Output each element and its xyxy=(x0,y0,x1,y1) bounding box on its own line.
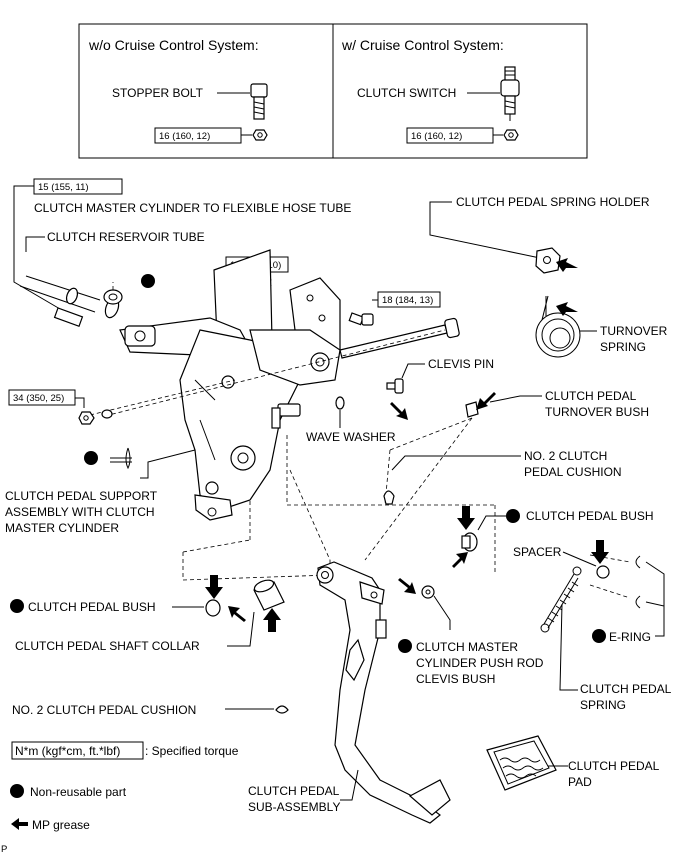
clevis-pin-part xyxy=(386,378,404,394)
grease-arrow-icon xyxy=(556,302,578,316)
cushion-top-part xyxy=(383,490,395,505)
grease-arrow-icon xyxy=(556,258,578,272)
cotter-pin-icon xyxy=(110,447,132,470)
grease-arrow-icon xyxy=(591,540,609,564)
grease-arrow-icon xyxy=(11,818,28,830)
turnover-spring-label-1: TURNOVER xyxy=(600,324,668,338)
w-cruise-title: w/ Cruise Control System: xyxy=(341,37,504,53)
washer-icon xyxy=(101,409,113,419)
legend-grease: MP grease xyxy=(32,818,90,832)
cushion-top-label-2: PEDAL CUSHION xyxy=(524,465,622,479)
turnover-bush-label-1: CLUTCH PEDAL xyxy=(545,389,637,403)
grease-arrow-icon xyxy=(476,392,496,410)
pedal-spring-label-2: SPRING xyxy=(580,698,626,712)
grease-arrow-icon xyxy=(205,575,223,599)
bush-left-part xyxy=(205,599,221,617)
reservoir-tube-label: CLUTCH RESERVOIR TUBE xyxy=(47,230,205,244)
legend: N*m (kgf*cm, ft.*lbf) : Specified torque… xyxy=(10,741,239,832)
support-label-2: ASSEMBLY WITH CLUTCH xyxy=(5,505,155,519)
non-reusable-marker xyxy=(84,451,98,465)
cruise-control-variants-box: w/o Cruise Control System: w/ Cruise Con… xyxy=(78,23,588,159)
grease-arrow-icon xyxy=(390,402,408,420)
spacer-label: SPACER xyxy=(513,545,562,559)
spring-holder-label: CLUTCH PEDAL SPRING HOLDER xyxy=(456,195,650,209)
legend-torque-format: N*m (kgf*cm, ft.*lbf) xyxy=(15,744,120,758)
turnover-bush-label-2: TURNOVER BUSH xyxy=(545,405,649,419)
non-reusable-marker xyxy=(10,599,24,613)
hose-tube-label: CLUTCH MASTER CYLINDER TO FLEXIBLE HOSE … xyxy=(34,201,351,215)
legend-non-reusable: Non-reusable part xyxy=(30,785,127,799)
footer-code: P xyxy=(1,844,7,855)
grease-arrow-icon xyxy=(263,608,281,632)
cushion-top-label-1: NO. 2 CLUTCH xyxy=(524,449,607,463)
push-rod-clevis-bush-part xyxy=(421,585,435,599)
grease-arrow-icon xyxy=(452,552,468,568)
non-reusable-marker xyxy=(592,629,606,643)
push-rod-label-1: CLUTCH MASTER xyxy=(416,640,518,654)
legend-torque-desc: : Specified torque xyxy=(145,744,239,758)
pedal-spring-label-1: CLUTCH PEDAL xyxy=(580,682,672,696)
wave-washer-label: WAVE WASHER xyxy=(306,430,396,444)
pedal-support-assembly xyxy=(119,249,341,521)
support-label-3: MASTER CYLINDER xyxy=(5,521,119,535)
cushion-bottom-part xyxy=(275,705,289,714)
pedal-pad-part xyxy=(486,735,557,791)
hose-clip-icon xyxy=(103,289,123,305)
e-ring-part xyxy=(635,555,641,609)
shaft-collar-label: CLUTCH PEDAL SHAFT COLLAR xyxy=(15,639,200,653)
torque-bolt-18: 18 (184, 13) xyxy=(382,295,433,306)
pedal-pad-label-2: PAD xyxy=(568,775,592,789)
clutch-switch-label: CLUTCH SWITCH xyxy=(357,86,456,100)
push-rod-label-2: CYLINDER PUSH ROD xyxy=(416,656,544,670)
push-rod-label-3: CLEVIS BUSH xyxy=(416,672,495,686)
grease-arrow-icon xyxy=(457,506,475,530)
long-bolt-part xyxy=(339,317,460,359)
bush-left-label: CLUTCH PEDAL BUSH xyxy=(28,600,156,614)
clutch-switch-icon xyxy=(500,66,520,121)
non-reusable-marker xyxy=(141,274,155,288)
wo-cruise-title: w/o Cruise Control System: xyxy=(88,37,259,53)
turnover-bush-part xyxy=(465,401,479,418)
e-ring-label: E-RING xyxy=(609,630,651,644)
hex-nut-icon xyxy=(78,411,95,425)
stopper-bolt-label: STOPPER BOLT xyxy=(112,86,204,100)
sub-assy-label-2: SUB-ASSEMBLY xyxy=(248,800,340,814)
grease-arrow-icon xyxy=(228,606,246,622)
wave-washer-icon xyxy=(335,396,345,410)
non-reusable-marker xyxy=(398,639,412,653)
legend-torque-box xyxy=(11,741,144,760)
bolt-icon xyxy=(348,312,374,326)
sub-assy-label-1: CLUTCH PEDAL xyxy=(248,784,340,798)
torque-nut-34: 34 (350, 25) xyxy=(13,393,64,404)
hex-nut-icon xyxy=(252,129,268,141)
non-reusable-marker xyxy=(506,509,520,523)
torque-left: 16 (160, 12) xyxy=(159,131,210,142)
pedal-pad-label-1: CLUTCH PEDAL xyxy=(568,759,660,773)
bush-right-part xyxy=(461,532,478,552)
support-label-1: CLUTCH PEDAL SUPPORT xyxy=(5,489,158,503)
bush-right-label: CLUTCH PEDAL BUSH xyxy=(526,509,654,523)
spacer-part xyxy=(596,565,610,579)
grease-arrow-icon xyxy=(398,578,416,594)
clevis-pin-label: CLEVIS PIN xyxy=(428,357,494,371)
spring-holder-part xyxy=(535,247,561,274)
torque-hose-tube: 15 (155, 11) xyxy=(38,182,89,193)
hex-nut-icon xyxy=(503,129,519,141)
torque-right: 16 (160, 12) xyxy=(411,131,462,142)
turnover-spring-part xyxy=(535,295,581,358)
pedal-spring-part xyxy=(540,566,582,633)
shaft-collar-part xyxy=(253,579,285,611)
cushion-bottom-label: NO. 2 CLUTCH PEDAL CUSHION xyxy=(12,703,196,717)
non-reusable-marker xyxy=(10,784,24,798)
clutch-pedal-sub-assembly xyxy=(316,561,451,824)
turnover-spring-label-2: SPRING xyxy=(600,340,646,354)
stopper-bolt-icon xyxy=(250,83,268,120)
